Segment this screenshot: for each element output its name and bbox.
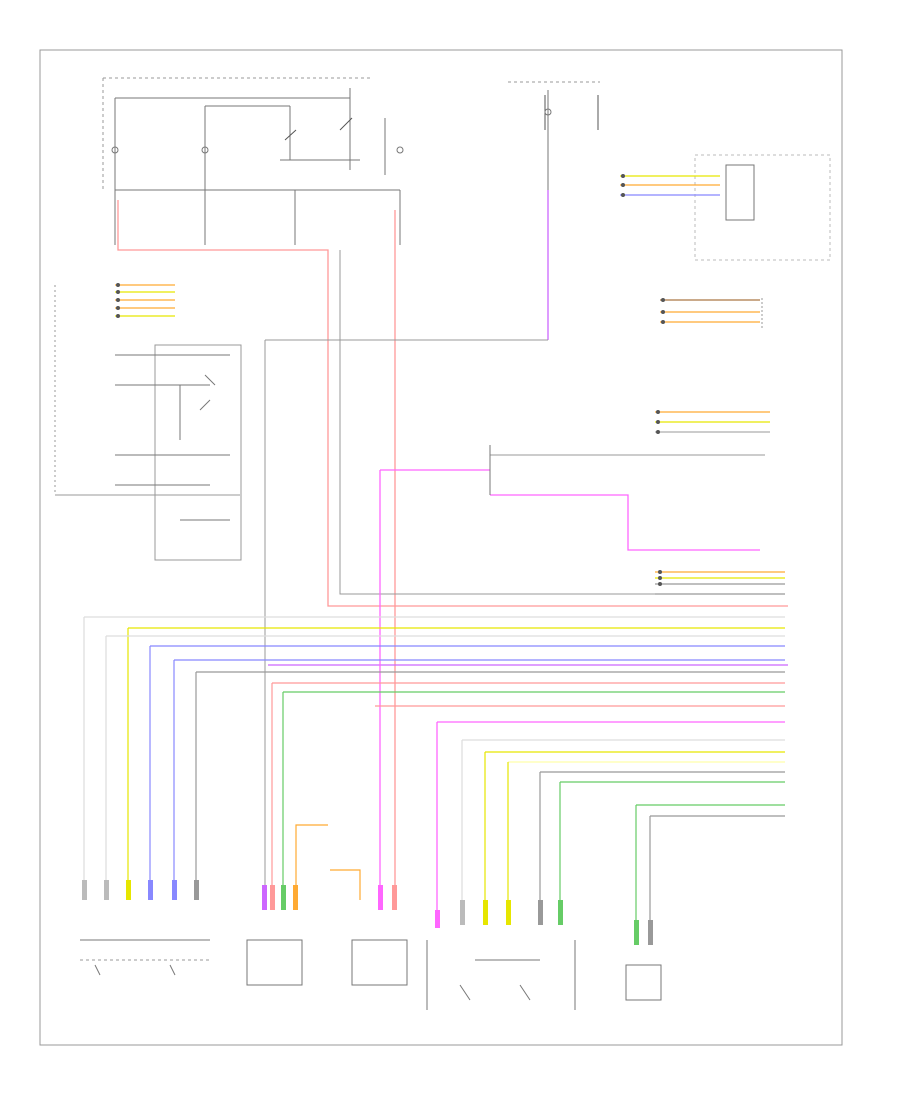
wire-pink-main (379, 469, 760, 915)
center-module-right (351, 939, 408, 986)
center-module-left (246, 939, 303, 986)
bottom-center-switch (426, 940, 576, 1010)
fuse-relay-block (102, 77, 600, 340)
connector-pins (82, 880, 653, 945)
wire-gray-main (264, 250, 680, 900)
harness-right (83, 571, 785, 935)
bottom-left-sensor (80, 939, 210, 976)
bottom-right-sensor (625, 964, 662, 1001)
connector-dots (116, 174, 665, 586)
left-switch-module (54, 284, 242, 561)
diagram-frame (39, 49, 843, 1046)
wire-red-main (117, 200, 788, 900)
wire-violet-main (268, 190, 788, 666)
instrument-cluster (489, 154, 831, 495)
